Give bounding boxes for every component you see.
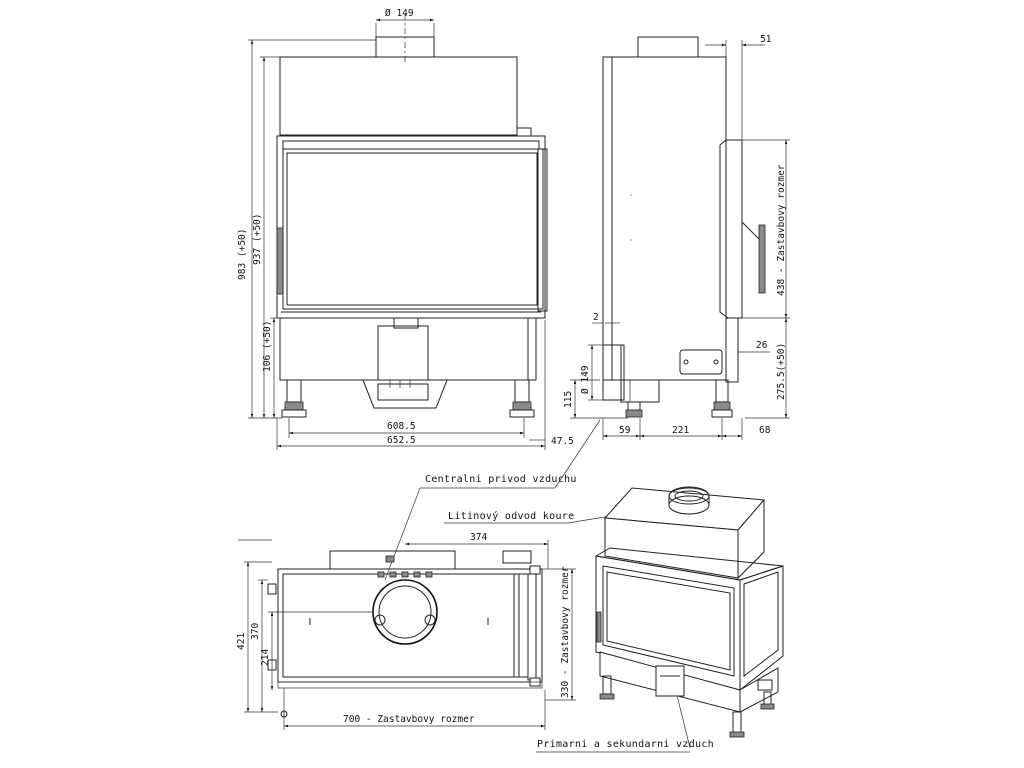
side-plate [679, 349, 723, 375]
dim-plan-depth-421: 421 [236, 633, 247, 650]
callout-cast-iron-flue: Litinový odvod koure [448, 510, 574, 522]
top-air-slots [377, 555, 433, 578]
iso-legs [599, 675, 775, 738]
iso-handle [596, 611, 602, 643]
dim-height-total: 983 (+50) [237, 229, 248, 280]
front-leg-right [509, 379, 535, 418]
iso-flue [668, 495, 710, 515]
dim-depth-68: 68 [759, 425, 771, 436]
dim-side-install-height: 438 - Zastavbovy rozmer [776, 164, 787, 296]
front-glass [282, 148, 544, 310]
side-body [602, 56, 727, 381]
front-body-lower [279, 317, 529, 381]
dim-side-offset: 47.5 [551, 436, 574, 447]
dim-air-inlet-height: 115 [563, 391, 574, 408]
side-door-profile [719, 139, 743, 319]
front-body-upper [279, 56, 518, 136]
callout-central-air: Centralni privod vzduchu [425, 474, 577, 485]
side-handle [758, 224, 766, 294]
iso-view [594, 486, 784, 738]
dim-width-inner: 608.5 [387, 421, 416, 432]
callouts: Centralni privod vzduchu Litinový odvod … [384, 419, 714, 753]
front-air-hopper [362, 379, 448, 409]
dim-plan-install-depth: 330 - Zastavbovy rozmer [560, 566, 571, 698]
dim-plan-depth-214: 214 [260, 649, 271, 666]
iso-air-box [655, 665, 685, 697]
front-view: Ø 149 983 (+50) 937 (+50) 106 (+50) 608.… [237, 8, 574, 450]
top-body [277, 568, 543, 683]
dim-depth-59: 59 [619, 425, 631, 436]
dim-leg-height: 106 (+50) [262, 321, 273, 372]
dim-plan-install-width: 700 - Zastavbovy rozmer [343, 714, 475, 725]
dim-front-flue: Ø 149 [385, 8, 414, 19]
side-flue-collar [637, 36, 699, 58]
front-air-box [377, 325, 429, 381]
dim-air-inlet-diameter: Ø 149 [580, 365, 591, 394]
top-flue-circle [372, 579, 438, 645]
dim-height-body: 937 (+50) [252, 214, 263, 265]
front-handle [276, 227, 284, 295]
dim-width-outer: 652.5 [387, 435, 416, 446]
callout-primary-secondary-air: Primarni a sekundarni vzduch [537, 739, 714, 750]
top-view: 374 421 370 214 700 - Zastavbovy rozmer … [236, 532, 576, 730]
dim-top-flue-offset: 374 [470, 532, 487, 543]
dim-base-height: 275.5(+50) [776, 343, 787, 400]
side-leg-left [625, 401, 643, 418]
front-door-frame [276, 135, 546, 319]
side-leg-right [711, 379, 733, 418]
side-view: 51 438 - Zastavbovy rozmer 275.5(+50) 26… [563, 34, 790, 440]
dim-plan-depth-370: 370 [250, 623, 261, 640]
dim-side-26: 26 [756, 340, 768, 351]
dim-gap-small: 2 [593, 312, 599, 323]
front-leg-left [281, 379, 307, 418]
dim-side-flue-offset: 51 [760, 34, 772, 45]
dim-depth-221: 221 [672, 425, 689, 436]
